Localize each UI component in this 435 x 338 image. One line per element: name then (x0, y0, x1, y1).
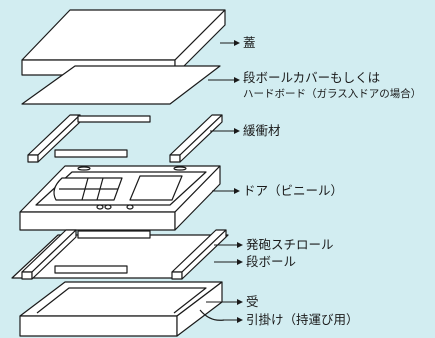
label-cardboard-cover: 段ボールカバーもしくは (243, 70, 381, 85)
cushion-part (27, 114, 223, 163)
arrow-door (234, 188, 240, 194)
label-cardboard: 段ボール (246, 254, 297, 269)
label-styrofoam: 発砲スチロール (246, 237, 334, 252)
arrow-tray (237, 299, 243, 305)
label-lid: 蓋 (243, 35, 256, 50)
arrow-lid (234, 40, 240, 46)
label-door: ドア（ビニール） (243, 183, 344, 198)
arrow-cushion (234, 128, 240, 134)
cover-sheet-part (21, 65, 221, 105)
arrow-cardboard (237, 259, 243, 265)
arrowheads (234, 40, 243, 323)
arrow-styrofoam (237, 242, 243, 248)
styrofoam-part (21, 229, 227, 280)
leader-lines (206, 42, 240, 321)
label-cushion: 緩衝材 (243, 123, 281, 138)
arrow-handle (237, 317, 243, 323)
label-handle: 引掛け（持運び用） (246, 312, 359, 327)
lid-part (21, 9, 226, 76)
arrow-cover (234, 77, 240, 83)
tray-part (19, 281, 225, 337)
door-part (19, 165, 221, 231)
label-hardboard-note: ハードボード（ガラス入ドアの場合） (243, 88, 422, 100)
label-tray: 受 (246, 294, 259, 309)
